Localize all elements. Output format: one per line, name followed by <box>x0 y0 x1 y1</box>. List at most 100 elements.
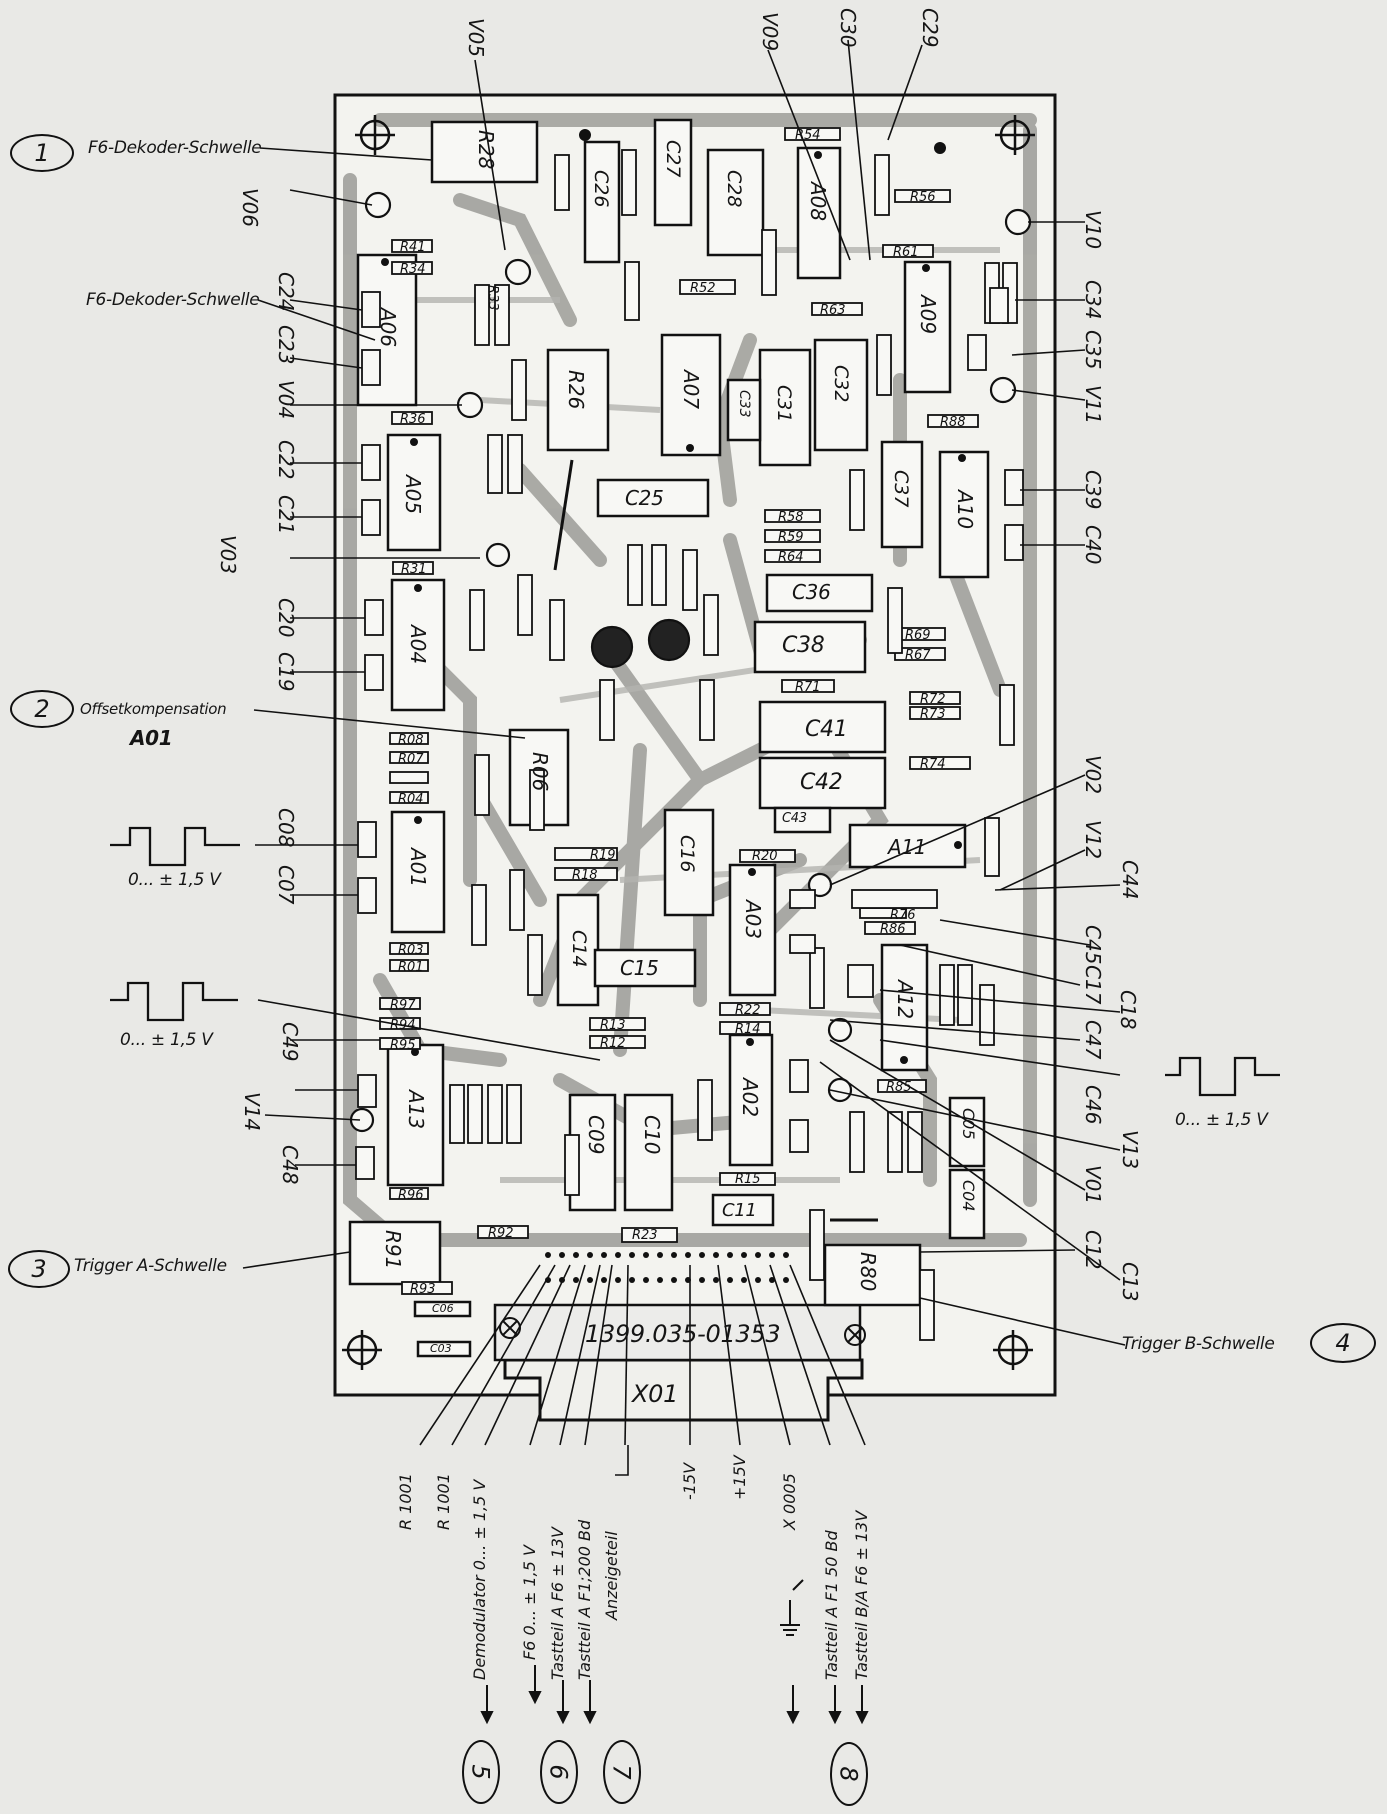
waveform-3-range: 0... ± 1,5 V <box>1175 1110 1268 1130</box>
cap-c16: C16 <box>676 835 698 873</box>
pin-label-tastteil-b-a-f6: Tastteil B/A F6 ± 13V <box>852 1510 871 1680</box>
label-v01: V01 <box>1081 1165 1105 1205</box>
label-v13: V13 <box>1118 1130 1142 1170</box>
res-r52: R52 <box>690 281 716 296</box>
cap-c25: C25 <box>625 486 664 510</box>
pin-label-anzeigeteil: Anzeigeteil <box>602 1531 621 1620</box>
res-r54: R54 <box>795 128 821 143</box>
cap-c15: C15 <box>620 956 659 980</box>
label-c49: C49 <box>278 1022 302 1062</box>
label-c07: C07 <box>274 865 298 905</box>
res-r56: R56 <box>910 190 936 205</box>
res-r41: R41 <box>400 240 426 255</box>
signal-arrows <box>480 1665 869 1725</box>
cap-c38: C38 <box>782 633 825 658</box>
cap-c10: C10 <box>640 1115 664 1155</box>
res-r96: R96 <box>398 1188 424 1203</box>
ic-a05: A05 <box>401 475 425 515</box>
label-c30: C30 <box>836 8 860 48</box>
res-r04: R04 <box>398 792 424 807</box>
label-v14: V14 <box>240 1092 264 1132</box>
res-r01: R01 <box>398 960 424 975</box>
res-r80: R80 <box>856 1252 880 1292</box>
cap-c42: C42 <box>800 770 843 795</box>
group-7-number: 7 <box>608 1764 636 1780</box>
small-capacitors <box>355 287 1024 1180</box>
label-c12: C12 <box>1081 1230 1105 1270</box>
label-c24: C24 <box>274 272 298 312</box>
res-r73: R73 <box>920 707 946 722</box>
callout-2-text: Offsetkompensation <box>80 700 227 718</box>
label-c08: C08 <box>274 808 298 848</box>
group-6-circle: 6 <box>540 1740 578 1804</box>
res-r03: R03 <box>398 943 424 958</box>
pin-label-demodulator: Demodulator 0... ± 1,5 V <box>470 1479 489 1680</box>
label-c21: C21 <box>274 495 298 535</box>
label-c19: C19 <box>274 652 298 692</box>
callout-1-circle: 1 <box>10 134 74 172</box>
res-r18: R18 <box>572 868 598 883</box>
cap-c14: C14 <box>568 930 590 968</box>
ic-a13: A13 <box>404 1090 428 1130</box>
waveform-2-range: 0... ± 1,5 V <box>120 1030 213 1050</box>
res-r85: R85 <box>886 1080 912 1095</box>
label-v09: V09 <box>758 12 782 52</box>
pin-label-tastteil-a-f1-50: Tastteil A F1 50 Bd <box>822 1530 841 1680</box>
res-r22: R22 <box>735 1003 761 1018</box>
callout-3-text: Trigger A-Schwelle <box>74 1256 227 1276</box>
connector-pads <box>545 1252 789 1283</box>
cap-c05: C05 <box>959 1108 978 1140</box>
cap-c31: C31 <box>773 385 795 423</box>
ic-a12: A12 <box>893 980 917 1020</box>
ic-a03: A03 <box>741 900 765 940</box>
res-r15: R15 <box>735 1172 761 1187</box>
label-c13: C13 <box>1118 1262 1142 1302</box>
trimmer-outlines <box>348 120 922 1307</box>
callout-4-circle: 4 <box>1310 1323 1376 1363</box>
callout-f6-dekoder-2: F6-Dekoder-Schwelle <box>86 290 260 310</box>
ic-a10: A10 <box>953 490 977 530</box>
ic-outlines <box>356 146 990 1187</box>
group-5-circle: 5 <box>462 1740 500 1804</box>
label-c44: C44 <box>1118 860 1142 900</box>
label-c48: C48 <box>278 1145 302 1185</box>
res-r61: R61 <box>893 245 919 260</box>
label-c35: C35 <box>1081 330 1105 370</box>
res-r72: R72 <box>920 692 946 707</box>
pin-label-r1001-a: R 1001 <box>396 1473 415 1530</box>
res-r74: R74 <box>920 757 946 772</box>
res-r20: R20 <box>752 849 778 864</box>
cap-c09: C09 <box>584 1115 608 1155</box>
label-c39: C39 <box>1081 470 1105 510</box>
pin-label-r1001-b: R 1001 <box>434 1473 453 1530</box>
callout-4-text: Trigger B-Schwelle <box>1122 1334 1275 1354</box>
a01-label: A01 <box>130 726 173 750</box>
cap-c36: C36 <box>792 580 831 604</box>
label-v11: V11 <box>1081 385 1105 425</box>
res-r63: R63 <box>820 303 846 318</box>
res-r95: R95 <box>390 1038 416 1053</box>
res-r19: R19 <box>590 848 616 863</box>
res-r97: R97 <box>390 998 416 1013</box>
ic-a11: A11 <box>888 835 927 859</box>
res-r14: R14 <box>735 1022 761 1037</box>
leader-lines <box>242 39 1126 1476</box>
res-r33: R33 <box>485 285 500 311</box>
cap-c41: C41 <box>805 717 848 742</box>
res-r12: R12 <box>600 1036 626 1051</box>
cap-c33: C33 <box>736 390 752 418</box>
label-v03: V03 <box>216 535 240 575</box>
cap-c37: C37 <box>890 470 912 508</box>
ic-a07: A07 <box>679 370 703 410</box>
ic-a01: A01 <box>406 848 430 888</box>
cap-c04: C04 <box>959 1180 978 1212</box>
group-8-circle: 8 <box>830 1742 868 1806</box>
cap-c03: C03 <box>430 1342 452 1355</box>
connector-x01-outline <box>503 1358 864 1422</box>
cap-c06: C06 <box>432 1302 454 1315</box>
resistor-outlines <box>379 127 1018 1341</box>
group-7-circle: 7 <box>603 1740 641 1804</box>
cap-c11: C11 <box>722 1200 757 1221</box>
label-c17: C17 <box>1081 965 1105 1005</box>
